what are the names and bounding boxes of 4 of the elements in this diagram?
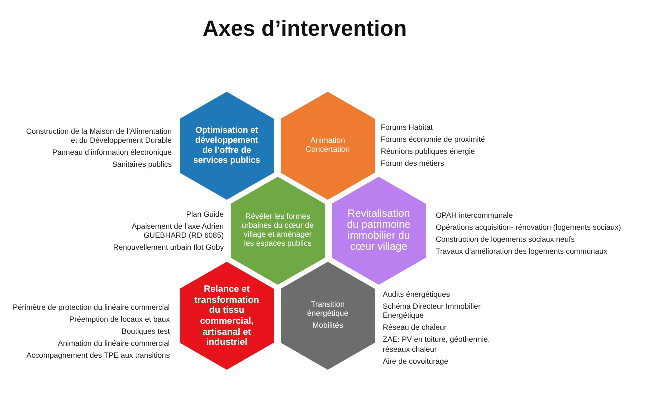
hexagon-label: Revitalisation du patrimoine immobilier du cœur village	[346, 208, 412, 254]
hexagon-label: Relance et transformation du tissu commercial, artisanal et industriel	[194, 284, 260, 348]
hexagon-label: Optimisation et développement de l’offre de services publics	[192, 126, 262, 166]
title: Axes d’intervention	[202, 16, 408, 42]
